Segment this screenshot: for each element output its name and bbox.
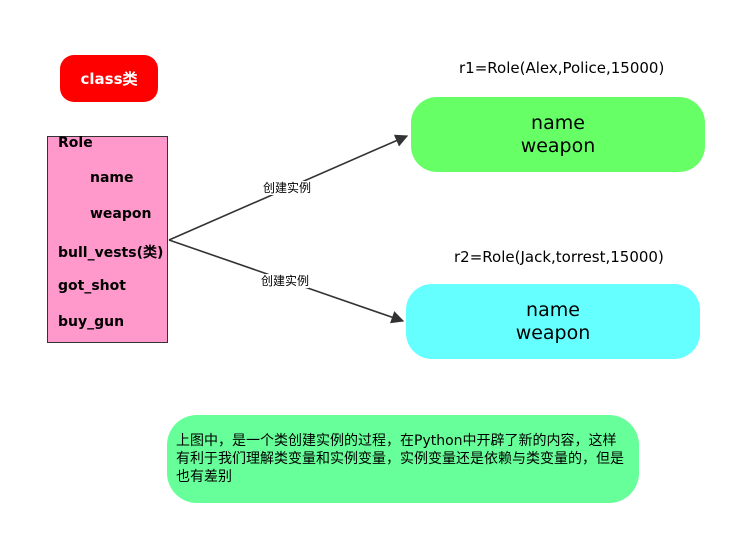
instance-r1-title: r1=Role(Alex,Police,15000) [459,59,665,77]
role-class-box: Role name weapon bull_vests(类) got_shot … [47,135,168,343]
instance-r2-box: name weapon [406,284,700,359]
edge-label-r1: 创建实例 [263,181,312,195]
explanation-note: 上图中，是一个类创建实例的过程，在Python中开辟了新的内容，这样有利于我们理… [167,415,639,503]
instance-r1-box: name weapon [411,97,705,172]
instance-r1-field-name: name [531,111,585,134]
instance-r1-field-weapon: weapon [520,134,596,157]
role-class-attr-bull-vests: bull_vests(类) [58,245,164,261]
instance-r2-field-weapon: weapon [515,321,591,344]
role-method-got-shot: got_shot [58,278,126,294]
role-method-buy-gun: buy_gun [58,314,125,330]
instance-r2-title: r2=Role(Jack,torrest,15000) [454,248,664,266]
role-attr-name: name [90,170,134,186]
edge-label-r2: 创建实例 [261,274,310,288]
role-attr-weapon: weapon [90,206,152,222]
instance-r2-field-name: name [526,298,580,321]
role-class-name: Role [58,135,93,151]
class-label-badge: class类 [60,55,158,102]
